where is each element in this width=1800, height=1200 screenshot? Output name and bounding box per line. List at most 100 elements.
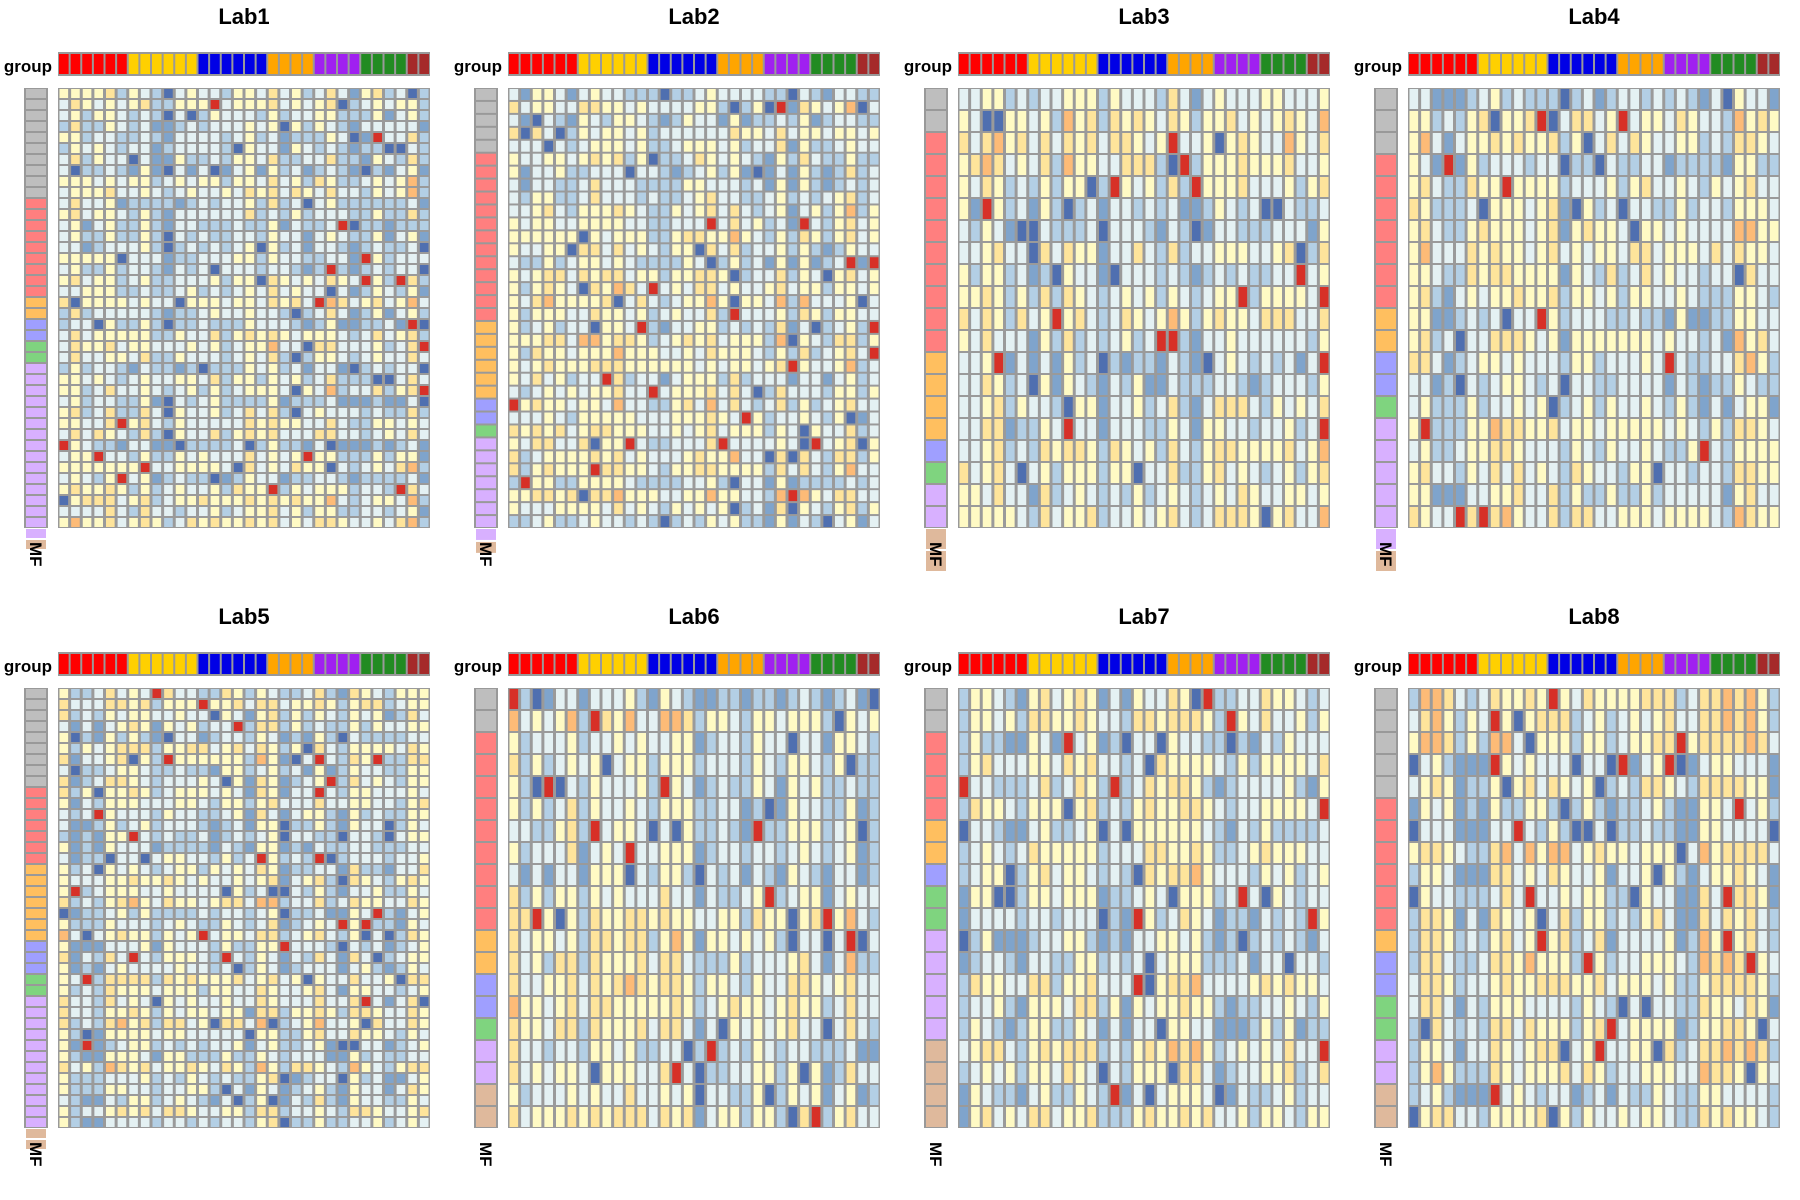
heatmap-cell [326,452,336,461]
heatmap-cell [521,503,530,515]
row-annotation-cell [26,507,46,516]
heatmap-cell [152,832,162,841]
heatmap-cell [280,986,289,995]
heatmap-cell [373,320,382,329]
heatmap-cell [1525,243,1535,263]
heatmap-cell [753,140,763,152]
heatmap-cell [959,177,969,197]
heatmap-cell [419,243,429,252]
heatmap-cell [94,898,103,907]
heatmap-cell [730,89,739,100]
heatmap-cell [625,386,635,398]
heatmap-cell [117,986,127,995]
heatmap-cell [303,463,313,472]
heatmap-cell [660,438,670,450]
heatmap-cell [373,909,382,918]
heatmap-cell [1607,89,1616,109]
heatmap-cell [672,218,681,230]
heatmap-cell [175,722,185,731]
heatmap-cell [187,507,196,516]
heatmap-cell [1133,309,1143,329]
heatmap-cell [361,744,371,753]
heatmap-cell [846,166,856,178]
heatmap-cell [59,788,69,797]
row-annotation-cell [1376,133,1396,153]
heatmap-cell [361,722,371,731]
heatmap-cell [625,153,635,165]
heatmap-cell [222,777,231,786]
heatmap-cell [233,177,243,186]
heatmap-cell [1238,155,1248,175]
heatmap-cell [326,232,336,241]
heatmap-cell [1432,309,1442,329]
heatmap-cell [649,153,658,165]
heatmap-cell [742,516,751,527]
heatmap-cell [187,920,196,929]
heatmap-cell [140,155,150,164]
heatmap-cell [338,199,348,208]
heatmap-cell [199,986,208,995]
heatmap-cell [1479,507,1488,527]
heatmap-cell [1688,177,1698,197]
heatmap-cell [567,386,577,398]
heatmap-cell [338,144,348,153]
heatmap-cell [175,397,185,406]
row-annotation-cell [26,964,46,973]
heatmap-cell [672,360,681,372]
heatmap-cell [361,210,371,219]
column-annotation-cell [1145,54,1155,74]
heatmap-cell [718,399,728,411]
heatmap-cell [823,360,832,372]
heatmap-cell [1758,111,1767,131]
heatmap-cell [1319,221,1329,241]
heatmap-cell [742,373,751,385]
heatmap-cell [140,144,150,153]
heatmap-border [58,88,430,528]
heatmap-cell [129,485,138,494]
heatmap-cell [152,89,162,98]
heatmap-cell [94,722,103,731]
heatmap-cell [152,386,162,395]
heatmap-cell [1630,243,1639,263]
heatmap-cell [292,799,301,808]
heatmap-cell [1746,221,1756,241]
heatmap-cell [1700,111,1709,131]
heatmap-cell [315,353,324,362]
heatmap-cell [567,205,577,217]
heatmap-cell [94,166,103,175]
row-annotation-cell [26,931,46,940]
heatmap-cell [71,133,80,142]
heatmap-cell [1665,375,1674,395]
heatmap-cell [579,231,588,243]
heatmap-cell [71,1019,80,1028]
heatmap-cell [82,810,92,819]
column-annotation-cell [291,54,302,74]
heatmap-cell [419,689,429,698]
row-annotation-cell [476,412,496,424]
heatmap-cell [959,353,969,373]
heatmap-cell [1444,199,1453,219]
heatmap-cell [361,419,371,428]
heatmap-cell [1514,243,1523,263]
heatmap-cell [1688,89,1698,109]
heatmap-cell [59,1019,69,1028]
heatmap-cell [1308,419,1317,439]
heatmap-cell [683,166,693,178]
heatmap-cell [1238,221,1248,241]
heatmap-cell [602,114,612,126]
heatmap-cell [245,177,255,186]
column-annotation-cell [1513,54,1524,74]
heatmap-cell [730,231,739,243]
heatmap-cell [509,166,519,178]
heatmap-cell [509,296,519,307]
heatmap-cell [106,689,115,698]
heatmap-cell [280,188,289,197]
heatmap-cell [373,876,382,885]
heatmap-cell [129,452,138,461]
heatmap-cell [567,309,577,320]
heatmap-cell [59,722,69,731]
heatmap-cell [419,408,429,417]
heatmap-cell [419,722,429,731]
heatmap-cell [280,518,289,527]
heatmap-cell [396,375,406,384]
